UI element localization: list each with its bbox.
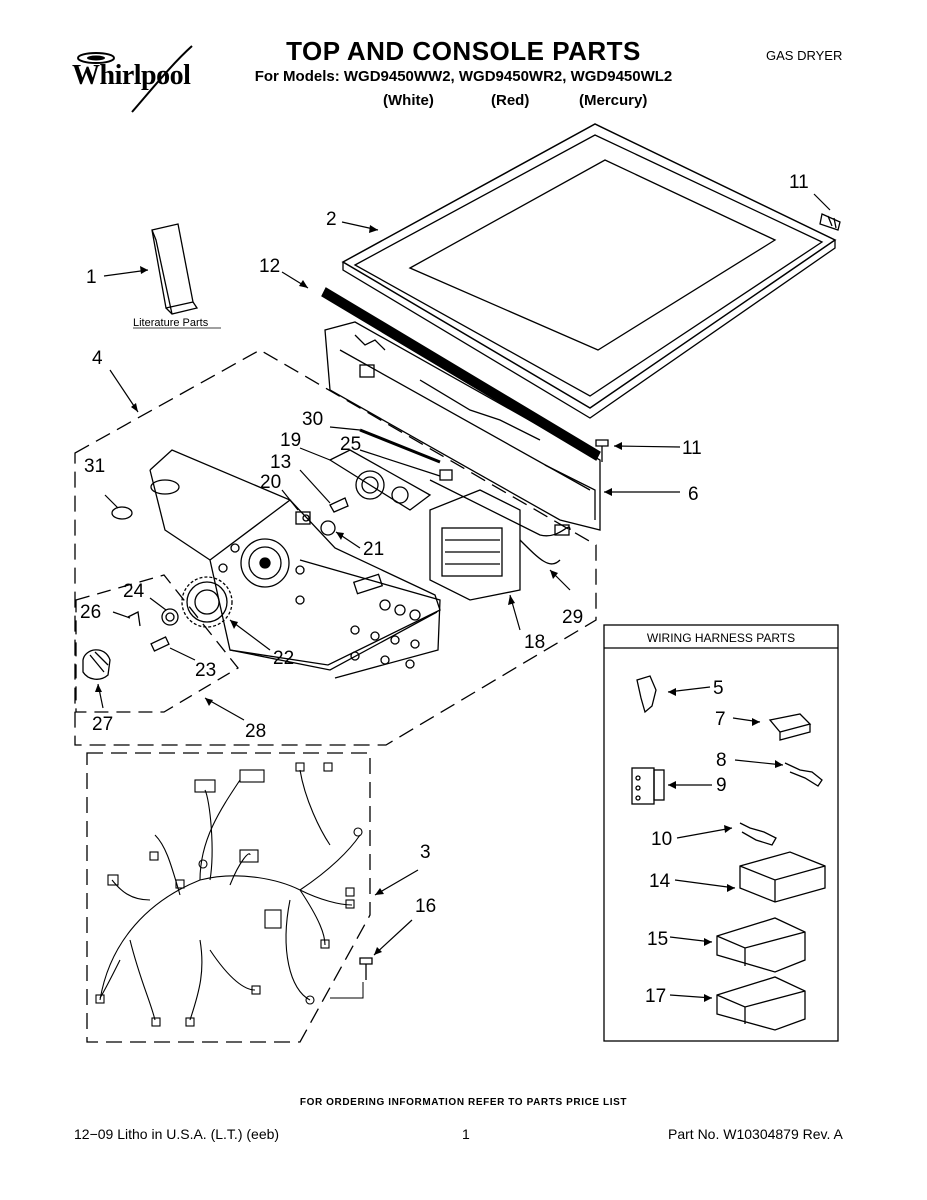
page-title: TOP AND CONSOLE PARTS — [286, 36, 641, 66]
callout-8: 8 — [716, 750, 727, 771]
callout-27: 27 — [92, 714, 113, 735]
screw-bracket — [595, 439, 609, 462]
knob-assembly-boundary — [75, 574, 239, 713]
callout-2: 2 — [326, 209, 337, 230]
color-white: (White) — [383, 92, 434, 109]
ordering-note: FOR ORDERING INFORMATION REFER TO PARTS … — [299, 1097, 628, 1108]
wiring-harness-title: WIRING HARNESS PARTS — [647, 631, 795, 645]
control-knob-27 — [82, 649, 111, 680]
ground-screw-16 — [330, 957, 373, 999]
button-21 — [320, 520, 336, 536]
callout-30: 30 — [302, 409, 323, 430]
brand-name: Whirlpool — [72, 60, 191, 91]
callout-31: 31 — [84, 456, 105, 477]
callout-20: 20 — [260, 472, 281, 493]
leader-lines — [97, 193, 831, 999]
spring-26 — [127, 611, 141, 627]
encoder-ring-22 — [181, 576, 233, 628]
callout-21: 21 — [363, 539, 384, 560]
callout-15: 15 — [647, 929, 668, 950]
main-harness-boundary — [86, 752, 371, 1043]
callout-6: 6 — [688, 484, 699, 505]
callout-11-bracket: 11 — [682, 438, 702, 459]
whirlpool-logo: Whirlpool — [72, 44, 222, 114]
top-gasket-strip — [321, 287, 601, 461]
callout-19: 19 — [280, 430, 301, 451]
adapter-23 — [150, 636, 170, 652]
callout-26: 26 — [80, 602, 101, 623]
callout-1: 1 — [86, 267, 97, 288]
connector-15 — [716, 917, 806, 973]
callout-14: 14 — [649, 871, 671, 892]
light-pipe-13 — [329, 497, 349, 513]
clip-5 — [636, 675, 657, 714]
lens-31 — [111, 506, 133, 520]
callout-13: 13 — [270, 452, 291, 473]
color-red: (Red) — [491, 92, 530, 109]
part-number: Part No. W10304879 Rev. A — [668, 1126, 843, 1142]
callout-16: 16 — [415, 896, 436, 917]
callout-18: 18 — [524, 632, 545, 653]
callout-5: 5 — [713, 678, 724, 699]
callout-12: 12 — [259, 256, 280, 277]
wiring-harness-parts-box — [603, 624, 839, 1042]
logo-swirl-icon — [77, 45, 193, 113]
product-type: GAS DRYER — [766, 48, 843, 63]
callout-17: 17 — [645, 986, 666, 1007]
callout-23: 23 — [195, 660, 216, 681]
knob-shaft-24 — [161, 608, 179, 626]
console-panel — [149, 449, 441, 679]
page-number: 1 — [462, 1126, 470, 1142]
literature-book — [151, 223, 199, 315]
connector-9 — [631, 767, 665, 805]
callout-28: 28 — [245, 721, 266, 742]
callout-9: 9 — [716, 775, 727, 796]
arrowheads — [95, 225, 783, 1002]
callout-4: 4 — [92, 348, 103, 369]
connector-housing-14 — [739, 851, 826, 903]
callout-3: 3 — [420, 842, 431, 863]
console-harness-29 — [429, 469, 571, 565]
callout-25: 25 — [340, 434, 361, 455]
dryer-top-panel — [341, 123, 837, 419]
screw-top-right — [819, 213, 841, 231]
color-mercury: (Mercury) — [579, 92, 648, 109]
connector-7 — [768, 713, 812, 741]
callout-24: 24 — [123, 581, 145, 602]
control-board-18 — [429, 489, 521, 601]
cable-tie-30 — [359, 428, 441, 464]
main-wiring-harness — [95, 762, 363, 1027]
callout-10: 10 — [651, 829, 672, 850]
terminal-8 — [784, 762, 823, 787]
console-assembly-boundary — [74, 349, 597, 746]
callout-7: 7 — [715, 709, 726, 730]
callout-11-top: 11 — [789, 172, 809, 193]
connector-17 — [716, 976, 806, 1031]
model-list: For Models: WGD9450WW2, WGD9450WR2, WGD9… — [254, 68, 673, 85]
litho-info: 12−09 Litho in U.S.A. (L.T.) (eeb) — [74, 1126, 280, 1142]
switch-20 — [295, 511, 311, 525]
terminal-10 — [739, 822, 777, 846]
literature-label: Literature Parts — [133, 317, 209, 329]
control-board-19 — [328, 449, 432, 511]
callout-29: 29 — [562, 607, 583, 628]
callout-22: 22 — [273, 648, 294, 669]
console-bracket — [324, 321, 601, 531]
